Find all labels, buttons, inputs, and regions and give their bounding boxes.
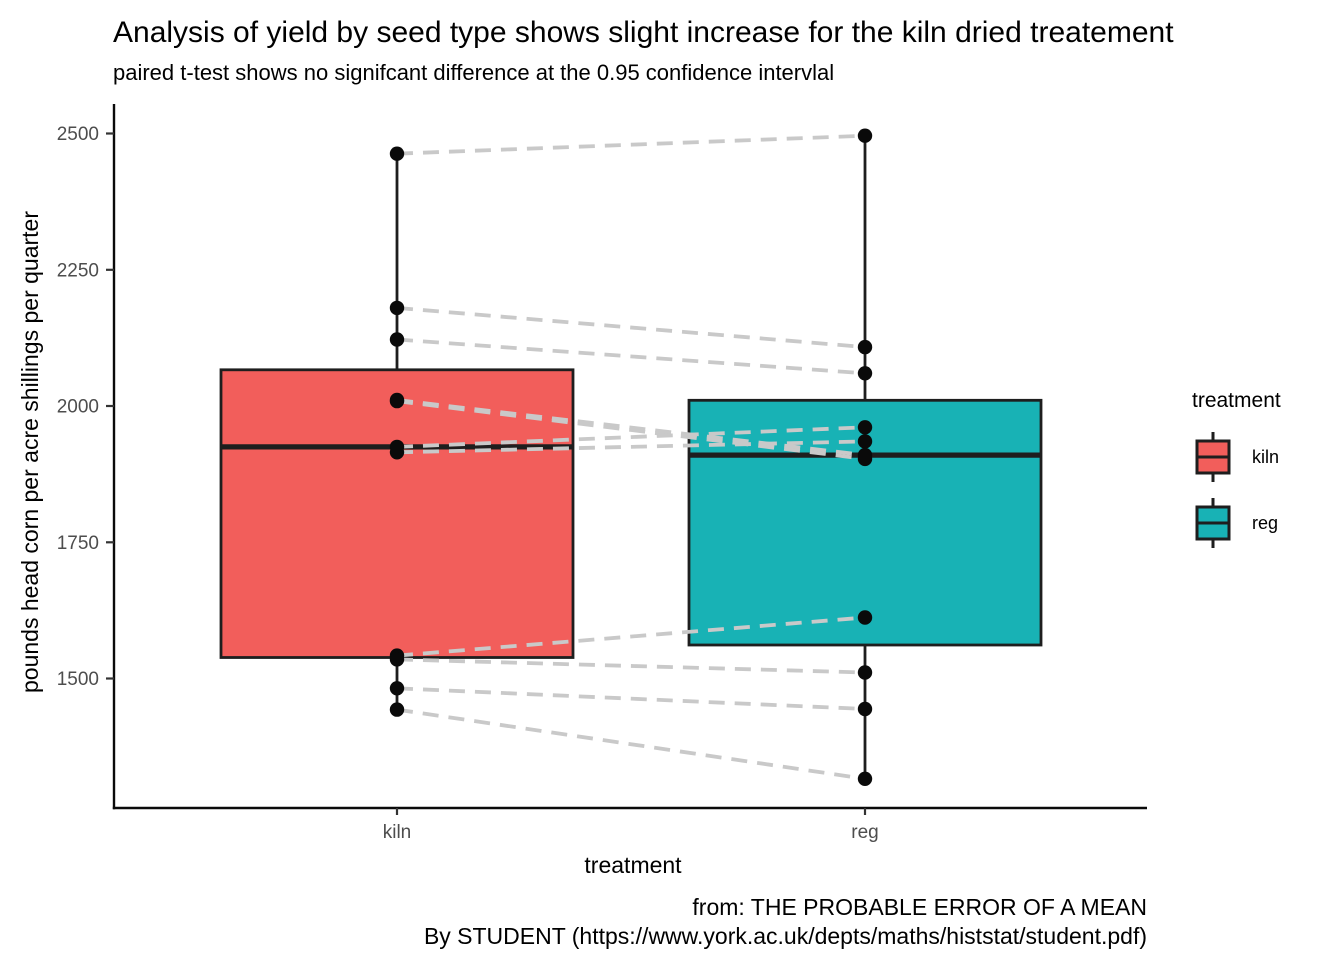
plot-subtitle: paired t-test shows no signifcant differ… [113,60,835,85]
legend-key-boxplot-icon [1195,432,1231,482]
reg-data-point [857,447,873,463]
reg-data-point [857,366,873,381]
reg-data-point [857,339,873,355]
pair-line [396,615,866,658]
x-tick-label: reg [851,822,878,843]
caption-line-1: from: THE PROBABLE ERROR OF A MEAN [692,894,1147,920]
y-tick-label: 2250 [57,260,99,281]
kiln-data-point [389,300,405,316]
kiln-data-point [389,439,405,455]
pair-line [396,439,866,455]
caption-line-2: By STUDENT (https://www.york.ac.uk/depts… [423,923,1147,949]
kiln-box [219,368,575,659]
y-tick-label: 2500 [57,124,99,145]
reg-data-point [857,420,873,435]
kiln-data-point [389,702,405,717]
x-tick-label: kiln [383,822,412,843]
y-tick-label: 1500 [57,669,99,690]
legend-item-reg: reg [1180,495,1344,551]
legend-item-label: kiln [1252,446,1280,467]
legend-items: kiln reg [1180,429,1344,551]
reg-data-point [857,128,873,143]
pair-line [396,425,866,449]
pair-line [396,707,866,781]
pair-line [396,657,866,675]
pair-line [396,306,866,349]
x-axis-title: treatment [584,852,682,878]
pair-line [396,337,866,376]
legend-item-kiln: kiln [1180,429,1344,485]
kiln-data-point [389,652,405,667]
reg-data-point [857,665,873,680]
reg-data-point [857,771,873,786]
y-tick-label: 2000 [57,397,99,418]
kiln-data-point [389,681,405,696]
kiln-data-point [389,146,405,161]
plot-title: Analysis of yield by seed type shows sli… [113,16,1174,49]
kiln-data-point [389,332,405,347]
legend-item-label: reg [1252,512,1279,533]
pair-line [396,398,866,457]
pair-line [396,133,866,156]
legend-title: treatment [1192,389,1281,412]
y-tick-label: 1750 [57,533,99,554]
kiln-data-point [389,392,405,408]
pair-line [396,686,866,711]
caption: from: THE PROBABLE ERROR OF A MEAN By ST… [424,893,1147,951]
reg-data-point [857,701,873,717]
reg-data-point [857,434,873,449]
legend: treatment kiln reg [1180,389,1344,561]
reg-data-point [857,610,873,625]
legend-key-boxplot-icon [1195,498,1231,548]
